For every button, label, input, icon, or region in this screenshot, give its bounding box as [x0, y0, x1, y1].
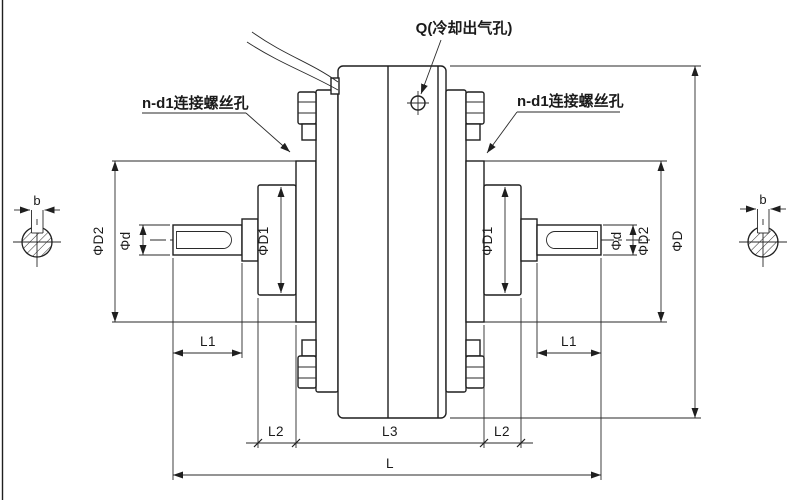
dim-l1-left: L1: [172, 258, 243, 480]
left-shaft: [172, 224, 243, 256]
dim-l1-left-label: L1: [200, 334, 216, 349]
dim-l2-left-label: L2: [268, 424, 284, 439]
right-step-hub: [520, 218, 538, 262]
dim-d-left-label: Φd: [118, 231, 133, 250]
right-flange-bolt-top: [465, 91, 485, 141]
right-shaft-cross-section: b: [739, 192, 787, 267]
dim-l-label: L: [386, 456, 394, 471]
screw-holes-right-label: n-d1连接螺丝孔: [517, 92, 624, 110]
dim-b-left-label: b: [33, 193, 40, 208]
dim-d1-left: ΦD1: [256, 187, 285, 293]
left-shaft-keyway: [176, 231, 232, 249]
left-flange-plate: [315, 89, 339, 393]
keyway-slot-fill: [757, 225, 769, 233]
right-flange-plate: [445, 89, 467, 393]
dim-d1-left-label: ΦD1: [256, 226, 271, 256]
keyway-slot-fill: [31, 225, 43, 233]
cooling-air-hole: [407, 91, 429, 115]
right-shaft-keyway: [546, 231, 598, 249]
dim-outer-d-label: ΦD: [670, 230, 685, 252]
dim-l1-right-label: L1: [561, 334, 577, 349]
dim-outer-d: ΦD: [450, 65, 701, 419]
callout-screw-holes-left: n-d1连接螺丝孔: [142, 94, 291, 153]
cooling-hole-label: Q(冷却出气孔): [416, 19, 513, 37]
right-shaft: [536, 224, 602, 256]
lead-wire-1: [251, 31, 339, 83]
left-flange-bolt-bottom: [297, 339, 317, 389]
dim-d-left: Φd: [118, 224, 170, 256]
dim-d1-right: ΦD1: [480, 187, 509, 293]
dim-b-right-label: b: [759, 192, 766, 207]
dim-d2-right-label: ΦD2: [636, 226, 651, 256]
dim-l3-label: L3: [382, 424, 398, 439]
left-shaft-cross-section: b: [13, 193, 61, 267]
left-bearing-housing: [295, 160, 317, 323]
dim-d-right: Φd: [603, 224, 637, 256]
left-flange-bolt-top: [297, 91, 317, 141]
dim-d-right-label: Φd: [609, 231, 624, 250]
lead-wire-2: [246, 41, 339, 91]
right-flange-bolt-bottom: [465, 339, 485, 389]
dim-l2-right-label: L2: [494, 424, 510, 439]
dim-l2-l3-row: L2 L3 L2: [246, 298, 533, 448]
callout-cooling-hole: Q(冷却出气孔): [416, 19, 513, 95]
screw-holes-left-label: n-d1连接螺丝孔: [142, 94, 249, 112]
callout-screw-holes-right: n-d1连接螺丝孔: [486, 92, 624, 154]
dim-d1-right-label: ΦD1: [480, 226, 495, 256]
dim-d2-left-label: ΦD2: [91, 226, 106, 256]
dim-d2-left: ΦD2: [91, 161, 119, 322]
dim-l-overall: L: [173, 456, 601, 479]
dim-d2-right: ΦD2: [636, 161, 665, 322]
dim-l1-right: L1: [536, 258, 602, 480]
